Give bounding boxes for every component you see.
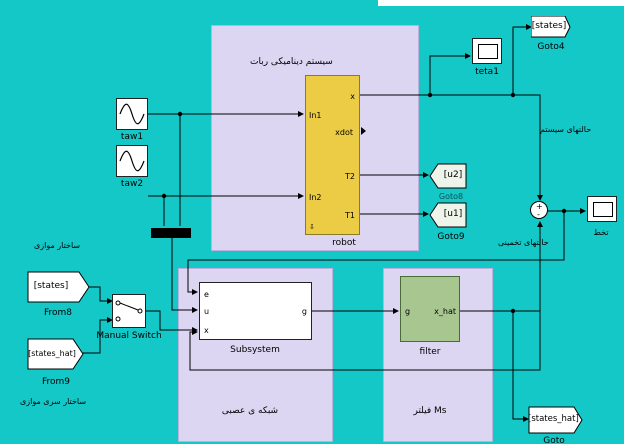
robot-system-area-label: سیستم دینامیکی ربات — [250, 57, 333, 67]
robot-block[interactable]: In1 In2 x xdot T2 T1 ⇩ — [305, 75, 360, 235]
from8-label: From8 — [43, 308, 73, 318]
goto4-block[interactable] — [531, 16, 571, 38]
sum-plus-sign: + — [536, 202, 543, 211]
wire-mux-subsystem-u — [171, 238, 198, 313]
wire-xhat-goto — [512, 311, 529, 422]
from8-block[interactable] — [27, 271, 91, 303]
robot-label: robot — [332, 238, 356, 248]
wire-x-main — [430, 24, 532, 96]
from8-tag: [states] — [33, 281, 69, 291]
goto4-tag: [states] — [531, 21, 567, 31]
wire-from9-switch — [82, 317, 113, 354]
goto8-tag: [u2] — [443, 170, 463, 180]
sine-wave-icon — [119, 103, 145, 125]
filter-ms-area-label: فیلتر Ms — [413, 406, 447, 416]
subsystem-label: Subsystem — [230, 345, 280, 355]
from9-tag: [states_hat] — [28, 349, 76, 358]
mux-block[interactable] — [151, 228, 191, 238]
wire-from8-switch — [88, 286, 113, 304]
sine-block-taw2[interactable] — [116, 145, 148, 177]
robot-port-xdot: xdot — [335, 128, 353, 137]
switch-icon — [115, 300, 143, 322]
wire-sum-feedback — [187, 211, 565, 295]
subsystem-port-e: e — [204, 290, 209, 299]
estimated-states-note: حالتهای تخمینی — [498, 238, 549, 247]
scope-error[interactable] — [587, 196, 617, 222]
robot-port-in2: In2 — [309, 193, 322, 202]
filter-block[interactable]: g x_hat — [400, 276, 460, 342]
wire-x-sum — [513, 94, 543, 201]
goto-states-hat-label: Goto — [543, 436, 565, 444]
wire-robot-x — [360, 53, 471, 96]
goto9-label: Goto9 — [437, 232, 465, 242]
filter-port-g: g — [405, 307, 411, 316]
wire-switch-subsystem-x — [146, 310, 198, 333]
taw2-label: taw2 — [120, 179, 144, 189]
sum-minus-sign: - — [537, 210, 540, 219]
scope-screen-icon — [593, 202, 613, 217]
goto-states-hat-block[interactable] — [528, 406, 584, 434]
goto9-block[interactable] — [428, 201, 470, 229]
taw1-label: taw1 — [120, 132, 144, 142]
robot-port-t1: T1 — [345, 211, 355, 220]
filter-port-xhat: x_hat — [434, 307, 456, 316]
neural-net-area-label: شبکه ی عصبی — [221, 406, 279, 416]
parallel-structure-note: ساختار موازی — [34, 241, 81, 250]
manual-switch-block[interactable] — [112, 294, 146, 328]
filter-label: filter — [419, 347, 441, 357]
robot-port-t2: T2 — [345, 172, 355, 181]
from9-label: From9 — [41, 377, 71, 387]
robot-port-x: x — [350, 92, 355, 101]
subsystem-link-icon: ⇩ — [309, 223, 315, 231]
series-parallel-structure-note: ساختار سری موازی — [20, 397, 87, 406]
manual-switch-label: Manual Switch — [96, 331, 162, 341]
goto-states-hat-tag: [states_hat] — [528, 414, 579, 424]
teta1-label: teta1 — [475, 67, 499, 77]
subsystem-port-u: u — [204, 307, 210, 316]
sine-block-taw1[interactable] — [116, 98, 148, 130]
subsystem-port-x: x — [204, 326, 209, 335]
goto8-block[interactable] — [428, 162, 470, 190]
system-states-note: حالتهای سیستم — [540, 125, 592, 134]
robot-port-in1: In1 — [309, 111, 322, 120]
sine-wave-icon — [119, 150, 145, 172]
scope-screen-icon — [478, 44, 498, 59]
subsystem-block[interactable]: e u x g — [199, 282, 312, 340]
top-white-strip — [378, 0, 624, 6]
from9-block[interactable] — [27, 338, 85, 370]
goto4-label: Goto4 — [537, 42, 565, 52]
goto9-tag: [u1] — [443, 209, 463, 219]
sum-block[interactable] — [530, 201, 548, 219]
goto8-label: Goto8 — [438, 192, 464, 201]
subsystem-port-g: g — [301, 307, 307, 316]
xdot-open-port — [361, 127, 366, 135]
scope-teta1[interactable] — [472, 38, 502, 64]
wire-filter-xhat — [460, 221, 543, 312]
scope-error-label: تخط — [593, 228, 609, 237]
